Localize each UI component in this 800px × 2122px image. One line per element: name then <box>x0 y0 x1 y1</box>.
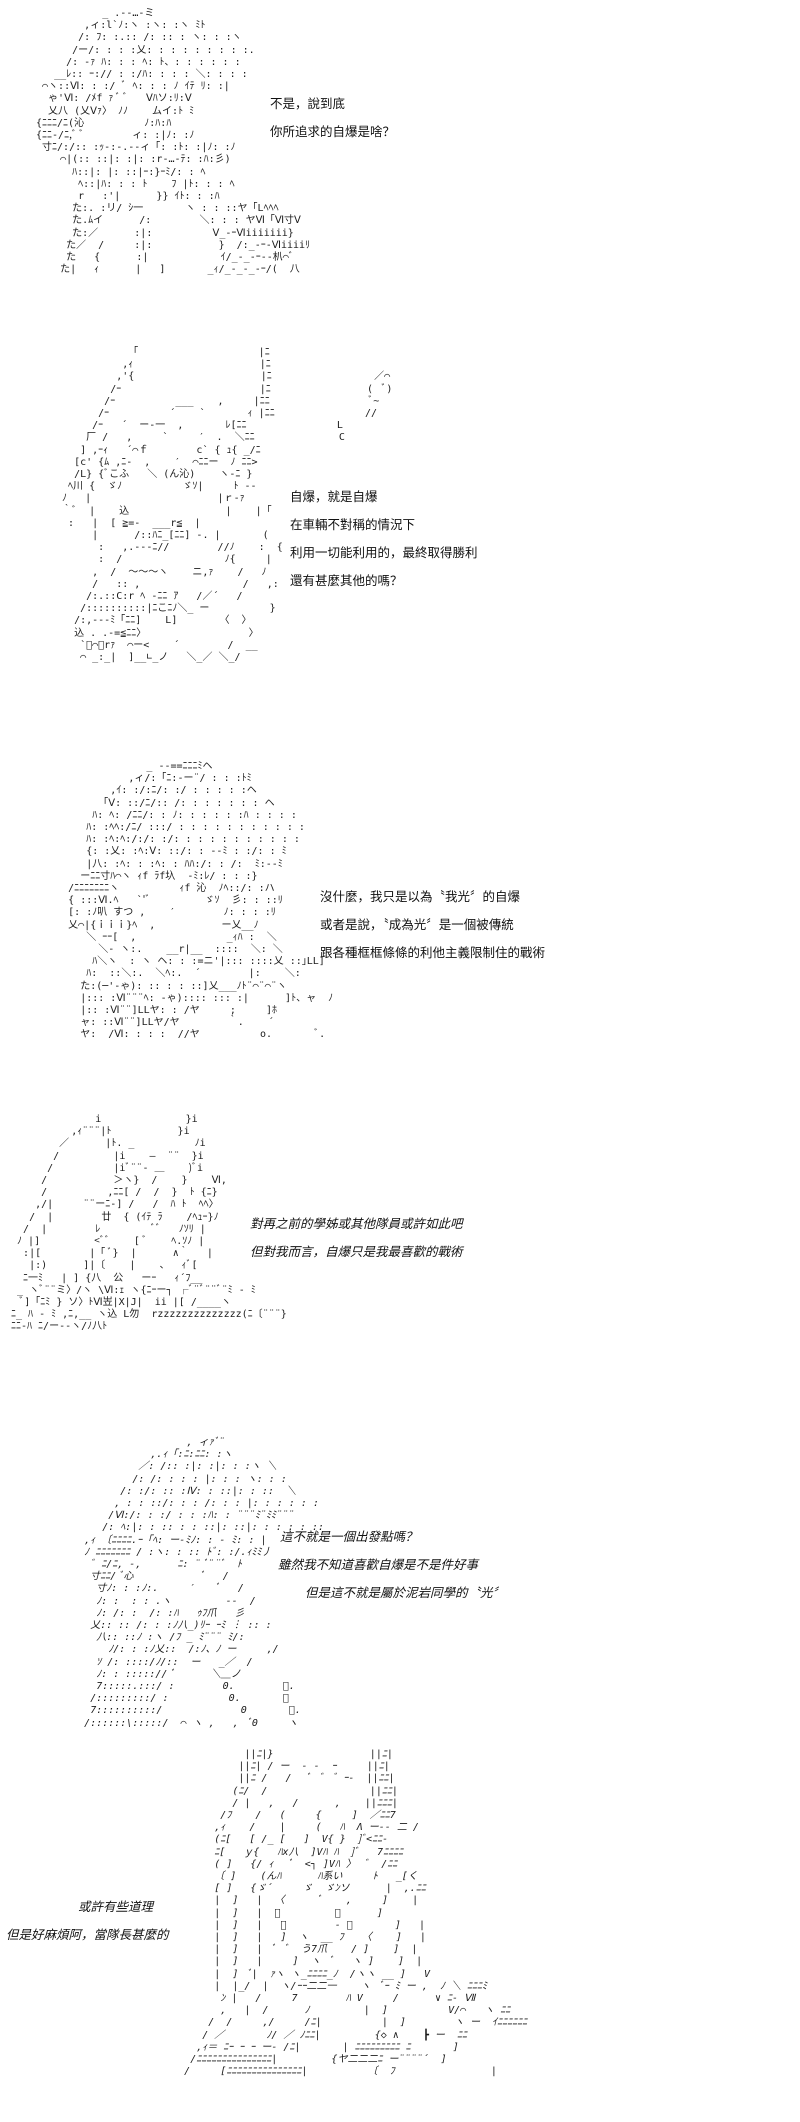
dialog-6: 或許有些道理 但是好麻煩阿，當隊長甚麼的 <box>6 1893 169 1949</box>
dialog-4: 對再之前的學姊或其他隊員或許如此吧 但對我而言，自爆只是我最喜歡的戰術 <box>250 1210 463 1266</box>
dialog-line: 沒什麼，我只是以為〝我光〞的自爆 <box>320 889 521 904</box>
ascii-art-figure-5: , ィｧﾞ¨ ,.ｨ「:ﾆ:ﾆﾆ: :ヽ ／: /:: :|: :|: : :ヽ… <box>84 1437 324 1729</box>
ascii-art-figure-4: i }i ,ｨ¨¨¨|ﾄ }i ／ |ﾄ. _ ﾉi / |i ― ¨¨ }i … <box>11 1114 463 1333</box>
dialog-line: 但是好麻煩阿，當隊長甚麼的 <box>6 1927 169 1942</box>
dialog-line: 或許有些道理 <box>78 1899 154 1914</box>
panel-3: _ -‐==ﾆﾆﾆﾐヘ ,ィ/:「ﾆ:-ー¨/ : : :ﾄﾐ ,ｲ: :/:ﾆ… <box>0 755 800 1090</box>
dialog-2: 自爆，就是自爆 在車輛不對稱的情況下 利用一切能利用的，最終取得勝利 還有甚麼其… <box>290 483 478 595</box>
ascii-art-figure-2: 「 |ﾆ ,ｨ |ﾆ ,'{ |ﾆ ／⌒ /ｰ |ﾆ ( ﾞ) /ｰ _ <box>62 347 393 664</box>
panel-6: ||ﾆ|} ||ﾆ| ||ﾆ| / ー - ‐ ｰ ||ﾆ| ||ﾆ / / ﾞ… <box>0 1745 800 2122</box>
dialog-line: 不是，說到底 <box>270 96 346 111</box>
dialog-line: 跟各種框框條條的利他主義限制住的戰術 <box>320 945 546 960</box>
dialog-line: 利用一切能利用的，最終取得勝利 <box>290 545 478 560</box>
dialog-line: 雖然我不知道喜歡自爆是不是件好事 <box>278 1557 479 1572</box>
dialog-line: 這不就是一個出發點嗎？ <box>280 1529 418 1544</box>
dialog-line: 但對我而言，自爆只是我最喜歡的戰術 <box>250 1244 463 1259</box>
panel-2: 「 |ﾆ ,ｨ |ﾆ ,'{ |ﾆ ／⌒ /ｰ |ﾆ ( ﾞ) /ｰ _ <box>0 335 800 735</box>
dialog-5: 這不就是一個出發點嗎？ 雖然我不知道喜歡自爆是不是件好事 但是這不就是屬於泥岩同… <box>278 1523 506 1607</box>
ascii-art-figure-3: _ -‐==ﾆﾆﾆﾐヘ ,ィ/:「ﾆ:-ー¨/ : : :ﾄﾐ ,ｲ: :/:ﾆ… <box>68 761 334 1041</box>
panel-1: _ .-‐…‐ミ ,ィ:l`ﾉ:ヽ :ヽ: :ヽ ﾐﾄ /: ﾌ: :.:: /… <box>0 0 800 330</box>
dialog-line: 你所追求的自爆是啥？ <box>270 124 396 139</box>
dialog-line: 但是這不就是屬於泥岩同學的〝光〞 <box>305 1585 506 1600</box>
ascii-art-figure-6: ||ﾆ|} ||ﾆ| ||ﾆ| / ー - ‐ ｰ ||ﾆ| ||ﾆ / / ﾞ… <box>184 1749 528 2078</box>
panel-4: i }i ,ｨ¨¨¨|ﾄ }i ／ |ﾄ. _ ﾉi / |i ― ¨¨ }i … <box>0 1110 800 1410</box>
dialog-3: 沒什麼，我只是以為〝我光〞的自爆 或者是說，〝成為光〞是一個被傳統 跟各種框框條… <box>320 883 545 967</box>
dialog-1: 不是，說到底 你所追求的自爆是啥？ <box>270 90 395 146</box>
panel-5: , ィｧﾞ¨ ,.ｨ「:ﾆ:ﾆﾆ: :ヽ ／: /:: :|: :|: : :ヽ… <box>0 1425 800 1729</box>
dialog-line: 還有甚麼其他的嗎？ <box>290 573 403 588</box>
dialog-line: 在車輛不對稱的情況下 <box>290 517 416 532</box>
dialog-line: 或者是說，〝成為光〞是一個被傳統 <box>320 917 514 932</box>
dialog-line: 對再之前的學姊或其他隊員或許如此吧 <box>250 1216 463 1231</box>
dialog-line: 自爆，就是自爆 <box>290 489 378 504</box>
ascii-art-figure-1: _ .-‐…‐ミ ,ィ:l`ﾉ:ヽ :ヽ: :ヽ ﾐﾄ /: ﾌ: :.:: /… <box>36 8 311 276</box>
